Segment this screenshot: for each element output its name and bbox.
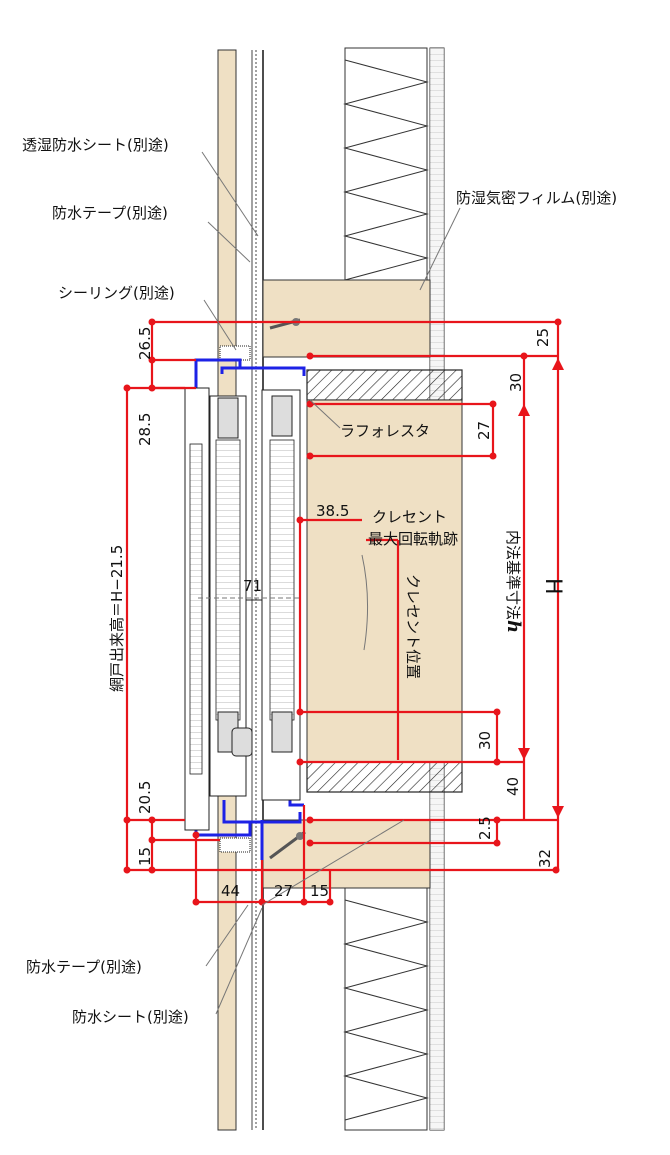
insulation-top xyxy=(343,47,429,281)
label-screen-height: 網戸出来高＝H−21.5 xyxy=(108,545,126,692)
dim-44: 44 xyxy=(221,882,240,900)
dim-26-5: 26.5 xyxy=(136,327,154,360)
dim-15-bottom: 15 xyxy=(310,882,329,900)
dim-40: 40 xyxy=(504,777,522,796)
label-crescent-track-2: 最大回転軌跡 xyxy=(368,530,458,548)
label-sheet-bottom: 防水シート(別途) xyxy=(72,1008,189,1026)
label-big-H: H xyxy=(540,578,565,595)
arrowheads xyxy=(518,358,564,818)
insulation-bottom xyxy=(343,887,429,1131)
label-crescent-position: クレセント位置 xyxy=(404,574,422,679)
label-vapor-film: 防湿気密フィルム(別途) xyxy=(456,189,617,207)
leader-lines xyxy=(198,151,461,1015)
dimension-dots xyxy=(123,318,562,906)
label-sealing: シーリング(別途) xyxy=(58,284,175,302)
sealant xyxy=(219,345,251,853)
dim-30-bottom: 30 xyxy=(476,731,494,750)
dim-71: 71 xyxy=(243,577,262,595)
dim-25: 25 xyxy=(534,328,552,347)
laforesta-top xyxy=(306,369,463,401)
glass-panel-2 xyxy=(246,389,301,801)
laforesta-bottom xyxy=(306,761,463,793)
label-inner-dim: 内法基準寸法h xyxy=(503,530,524,633)
dim-38-5: 38.5 xyxy=(316,502,349,520)
dim-15: 15 xyxy=(136,847,154,866)
dim-32: 32 xyxy=(536,849,554,868)
wood-header xyxy=(262,279,431,358)
dim-28-5: 28.5 xyxy=(136,413,154,446)
dim-30-top: 30 xyxy=(507,373,525,392)
label-tape-top: 防水テープ(別途) xyxy=(52,204,168,222)
label-tape-bottom: 防水テープ(別途) xyxy=(26,958,142,976)
outer-sash xyxy=(184,387,210,831)
crescent-lock xyxy=(231,727,253,757)
screws xyxy=(269,318,306,860)
label-crescent-track-1: クレセント xyxy=(372,508,447,526)
dim-27: 27 xyxy=(475,421,493,440)
dim-20-5: 20.5 xyxy=(136,781,154,814)
dim-2-5: 2.5 xyxy=(476,816,494,840)
label-laforesta: ラフォレスタ xyxy=(340,422,430,440)
jamb-board xyxy=(306,370,463,792)
dimension-lines xyxy=(125,320,560,904)
label-moisture-sheet: 透湿防水シート(別途) xyxy=(22,136,169,154)
dim-27-bottom: 27 xyxy=(274,882,293,900)
